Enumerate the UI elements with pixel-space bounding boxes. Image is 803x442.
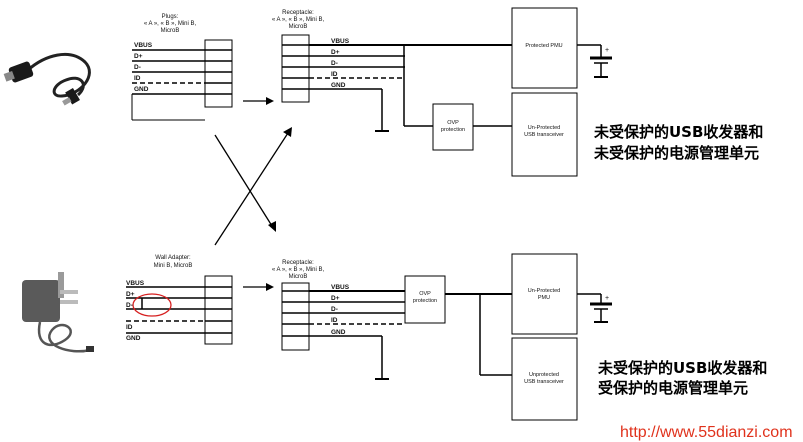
adapter-label-1: Wall Adapter:	[155, 255, 191, 261]
top-left-pin-vbus: VBUS	[134, 42, 153, 49]
top-left-pin-dminus: D-	[134, 64, 141, 71]
bottom-pmu-box	[511, 253, 578, 335]
top-receptacle-label-3: MicroB	[289, 24, 308, 30]
bottom-battery-plus: +	[605, 295, 609, 302]
cross-arrow-head-up	[283, 127, 292, 137]
top-receptacle-label-2: « A », « B », Mini B,	[272, 17, 325, 23]
top-receptacle-lines	[309, 44, 512, 130]
plugs-label-2: « A », « B », Mini B,	[144, 21, 197, 27]
top-left-pin-id: ID	[134, 75, 141, 82]
top-straight-arrow	[243, 97, 274, 105]
bottom-transceiver-label-2: USB transceiver	[524, 379, 564, 385]
top-right-pin-vbus: VBUS	[331, 38, 350, 45]
short-circuit-highlight	[132, 293, 172, 317]
top-left-pin-dplus: D+	[134, 53, 143, 60]
top-left-pin-gnd: GND	[134, 86, 149, 93]
top-transceiver-label-1: Un-Protected	[528, 125, 560, 131]
bottom-receptacle-block	[281, 282, 310, 351]
bottom-right-pin-id: ID	[331, 317, 338, 324]
bottom-receptacle-label-2: « A », « B », Mini B,	[272, 267, 325, 273]
bottom-right-pin-gnd: GND	[331, 329, 346, 336]
top-ovp-label-1: OVP	[447, 120, 459, 126]
top-pmu-label: Protected PMU	[525, 43, 562, 49]
top-plug-block	[204, 39, 233, 108]
bottom-left-pin-dplus: D+	[126, 291, 135, 298]
bottom-left-pin-id: ID	[126, 324, 133, 331]
usb-cable-image	[3, 53, 91, 106]
bottom-transceiver-box	[511, 337, 578, 421]
top-right-pin-dplus: D+	[331, 49, 340, 56]
top-right-pin-id: ID	[331, 71, 338, 78]
bottom-ovp-box	[404, 275, 446, 324]
bottom-receptacle-lines	[309, 290, 405, 378]
watermark: http://www.55dianzi.com	[620, 424, 793, 441]
bottom-left-pin-gnd: GND	[126, 335, 141, 342]
top-battery-plus: +	[605, 47, 609, 54]
top-ovp-box	[432, 103, 474, 151]
bottom-ovp-label-1: OVP	[419, 291, 431, 297]
bottom-right-pin-vbus: VBUS	[331, 284, 350, 291]
bottom-transceiver-label-1: Unprotected	[529, 372, 559, 378]
bottom-note-line-2: 受保护的电源管理单元	[598, 379, 748, 397]
plugs-label-3: MicroB	[161, 28, 180, 34]
bottom-right-pin-dplus: D+	[331, 295, 340, 302]
top-right-pin-gnd: GND	[331, 82, 346, 89]
bottom-left-pin-vbus: VBUS	[126, 280, 145, 287]
top-battery-icon	[577, 44, 612, 78]
top-ovp-label-2: protection	[441, 127, 465, 133]
bottom-pmu-label-1: Un-Protected	[528, 288, 560, 294]
bottom-receptacle-label-3: MicroB	[289, 274, 308, 280]
bottom-ovp-label-2: protection	[413, 298, 437, 304]
top-note-line-2: 未受保护的电源管理单元	[593, 144, 759, 162]
plugs-label-1: Plugs:	[162, 14, 179, 20]
bottom-straight-arrow	[243, 283, 274, 291]
top-transceiver-label-2: USB transceiver	[524, 132, 564, 138]
bottom-right-pin-dminus: D-	[331, 306, 338, 313]
wall-adapter-image	[22, 272, 94, 353]
cross-arrows	[214, 132, 289, 246]
bottom-pmu-label-2: PMU	[538, 295, 550, 301]
bottom-left-pin-dminus: D-	[126, 302, 133, 309]
top-plug-pins	[132, 49, 218, 95]
bottom-receptacle-label-1: Receptacle:	[282, 260, 314, 266]
bottom-note-line-1: 未受保护的USB收发器和	[597, 359, 767, 377]
top-right-pin-dminus: D-	[331, 60, 338, 67]
top-receptacle-block	[281, 34, 310, 103]
bottom-plug-block	[204, 275, 233, 345]
adapter-label-2: Mini B, MicroB	[154, 263, 193, 269]
bottom-plug-pins	[126, 286, 218, 334]
top-receptacle-label-1: Receptacle:	[282, 10, 314, 16]
bottom-battery-icon	[577, 293, 612, 323]
top-pmu-box	[511, 7, 578, 89]
top-note-line-1: 未受保护的USB收发器和	[593, 123, 763, 141]
cross-arrow-head-down	[268, 221, 276, 232]
top-transceiver-box	[511, 92, 578, 177]
